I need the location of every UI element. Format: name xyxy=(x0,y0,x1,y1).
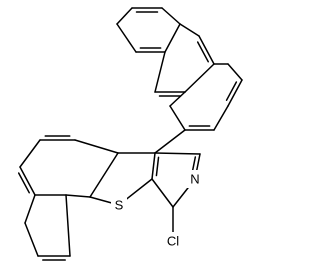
bond-line xyxy=(169,105,186,131)
bond-line xyxy=(161,7,181,25)
bond-line xyxy=(184,63,215,93)
double-bond-line xyxy=(196,41,209,63)
bond-line xyxy=(169,91,186,107)
bond-line xyxy=(164,23,181,53)
bond-line xyxy=(227,63,243,81)
bond-line xyxy=(227,79,243,107)
bond-line xyxy=(213,105,229,131)
bond-line xyxy=(154,129,186,154)
bond-line xyxy=(198,35,215,65)
bond-line xyxy=(116,7,133,25)
bond-line xyxy=(24,194,36,224)
double-bond-line xyxy=(17,172,30,194)
bond-line xyxy=(154,51,166,93)
bond-line xyxy=(151,178,174,208)
bond-line xyxy=(74,139,119,154)
double-bond-line xyxy=(155,156,160,177)
bond-line xyxy=(151,152,156,180)
bond-line xyxy=(154,152,201,155)
bond-line xyxy=(116,23,137,53)
atom-label-layer: S N Cl xyxy=(111,170,203,250)
bond-line xyxy=(19,166,36,196)
bond-line xyxy=(19,139,41,168)
chemical-structure-diagram: S N Cl xyxy=(17,7,243,261)
bond-line xyxy=(65,194,91,198)
nitrogen-atom-background xyxy=(187,170,203,188)
bond-layer xyxy=(17,7,243,261)
nitrogen-atom-label: N xyxy=(190,172,199,187)
sulfur-atom-background xyxy=(111,196,127,214)
sulfur-atom-label: S xyxy=(115,198,124,213)
bond-line xyxy=(24,222,39,257)
bond-line xyxy=(89,152,119,198)
bond-line xyxy=(65,194,71,257)
chlorine-atom-background xyxy=(162,232,184,250)
chlorine-atom-label: Cl xyxy=(167,234,179,249)
double-bond-line xyxy=(225,81,238,101)
bond-line xyxy=(179,23,200,37)
